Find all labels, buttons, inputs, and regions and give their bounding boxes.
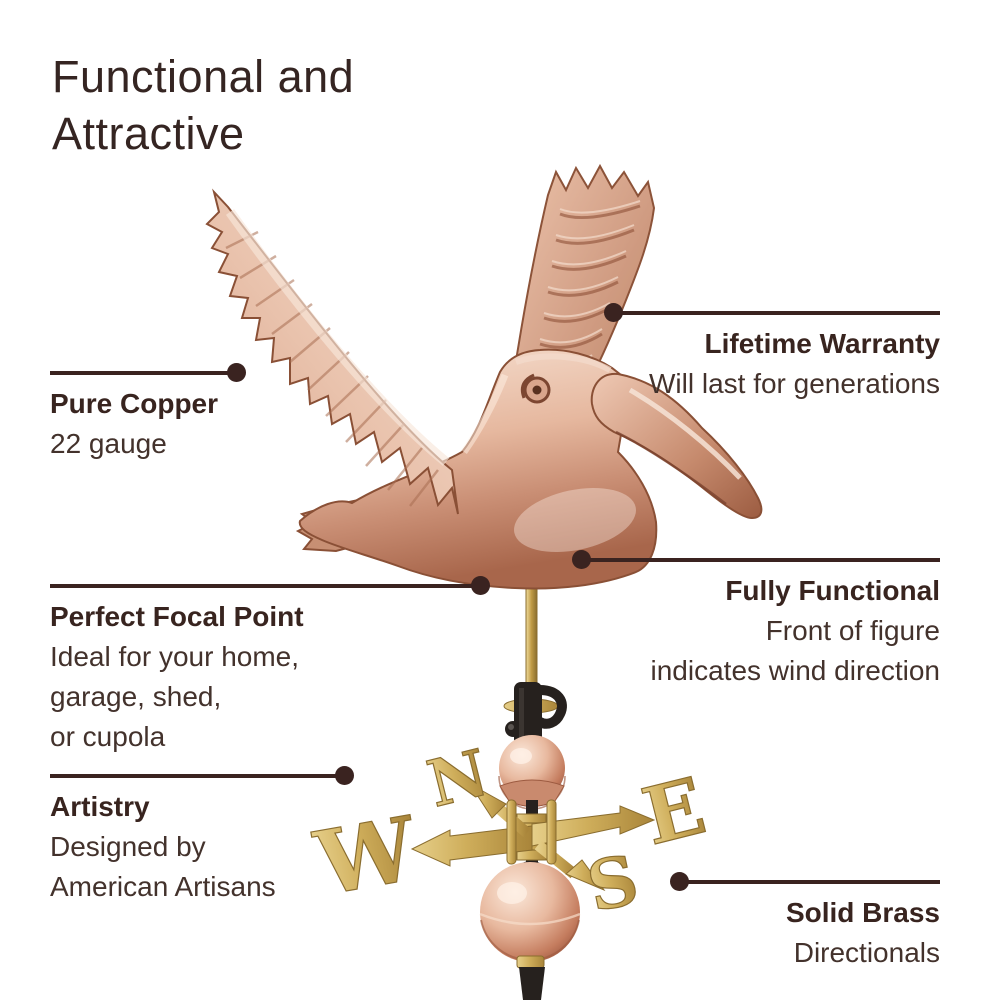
pelican-beak xyxy=(590,372,763,520)
leader-dot xyxy=(471,576,490,595)
leader-line xyxy=(50,766,354,785)
callout-body-line: Designed by xyxy=(50,831,206,862)
callout-perfect-focal-point: Perfect Focal Point Ideal for your home,… xyxy=(50,576,490,757)
mounting-rod xyxy=(519,967,545,1000)
callout-body-line: Ideal for your home, xyxy=(50,641,300,672)
leader-line xyxy=(50,576,490,595)
near-wing xyxy=(205,188,459,515)
large-copper-ball xyxy=(479,861,581,1000)
leader-dot xyxy=(572,550,591,569)
leader-line xyxy=(572,550,940,569)
callout-body-line: or cupola xyxy=(50,721,166,752)
callout-heading: Lifetime Warranty xyxy=(704,328,940,359)
directional-arms xyxy=(410,783,656,892)
pelican-eye xyxy=(520,373,551,404)
leader-dot xyxy=(670,872,689,891)
callout-body-line: garage, shed, xyxy=(50,681,222,712)
callout-heading: Fully Functional xyxy=(725,575,940,606)
letter-east: E xyxy=(634,761,714,864)
callout-body-line: Will last for generations xyxy=(648,368,940,399)
leader-line xyxy=(604,303,940,322)
callout-pure-copper: Pure Copper 22 gauge xyxy=(50,363,250,464)
callout-body-line: Front of figure xyxy=(765,615,940,646)
callout-heading: Pure Copper xyxy=(50,388,219,419)
leader-line xyxy=(50,363,246,382)
black-clamp-fitting xyxy=(505,682,567,746)
pelican-figure xyxy=(205,163,763,590)
leader-line xyxy=(670,872,940,891)
small-copper-ball xyxy=(498,735,566,810)
page-title-line-1: Functional and xyxy=(52,51,355,102)
leader-dot xyxy=(227,363,246,382)
callout-solid-brass: Solid Brass Directionals xyxy=(670,872,940,973)
callout-body-line: indicates wind direction xyxy=(650,655,941,686)
page-title: Functional and Attractive xyxy=(52,48,572,162)
callout-heading: Artistry xyxy=(50,791,150,822)
callout-fully-functional: Fully Functional Front of figure indicat… xyxy=(572,550,941,691)
south-arrow xyxy=(565,859,606,892)
callout-body-line: Directionals xyxy=(793,937,940,968)
callout-lifetime-warranty: Lifetime Warranty Will last for generati… xyxy=(604,303,940,404)
page-title-line-2: Attractive xyxy=(52,108,245,159)
leader-dot xyxy=(335,766,354,785)
west-arm xyxy=(410,825,533,867)
callout-heading: Solid Brass xyxy=(785,897,940,928)
center-bracket-left xyxy=(506,799,517,865)
pelican-body xyxy=(298,348,658,590)
letter-south: S xyxy=(581,840,646,928)
center-bracket-right xyxy=(546,799,557,865)
leader-dot xyxy=(604,303,623,322)
callout-artistry: Artistry Designed by American Artisans xyxy=(50,766,354,907)
callout-heading: Perfect Focal Point xyxy=(50,601,304,632)
letter-west: W xyxy=(307,796,425,916)
callout-body-line: American Artisans xyxy=(50,871,276,902)
callout-body-line: 22 gauge xyxy=(50,428,167,459)
north-arrow xyxy=(469,783,507,819)
